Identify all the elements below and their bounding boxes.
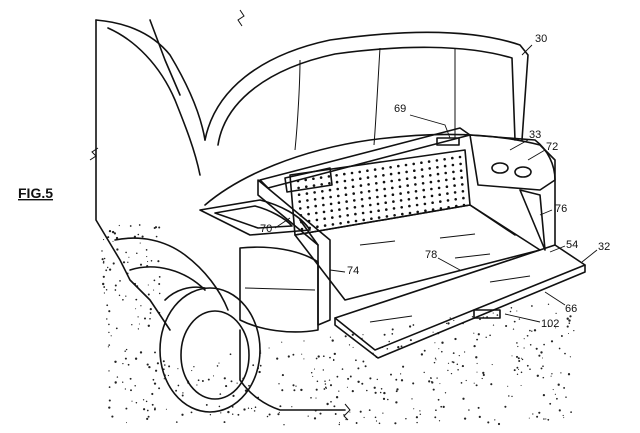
ref-76: 76 [555,203,567,215]
tailgate [334,244,586,359]
tailgate-light [473,309,501,319]
cup-holder [514,166,532,178]
cargo-bed [199,127,556,333]
ref-32: 32 [598,241,610,253]
ref-30: 30 [535,33,547,45]
reference-labels: 30 69 33 72 76 70 54 32 78 74 66 102 [260,33,610,330]
truck-body [89,9,351,421]
ref-69: 69 [394,103,406,115]
ref-33: 33 [529,129,541,141]
ref-72: 72 [546,141,558,153]
ref-66: 66 [565,303,577,315]
ref-70: 70 [260,223,272,235]
light-strip [436,137,460,146]
ref-74: 74 [347,265,359,277]
cup-holder [491,162,509,174]
figure-label: FIG.5 [18,185,53,201]
ref-78: 78 [425,249,437,261]
ref-54: 54 [566,239,578,251]
ref-102: 102 [541,318,559,330]
pegboard-holes [296,155,466,231]
pegboard-wall [289,149,471,236]
ground-stipple [101,224,575,426]
lid-cover [204,31,529,151]
